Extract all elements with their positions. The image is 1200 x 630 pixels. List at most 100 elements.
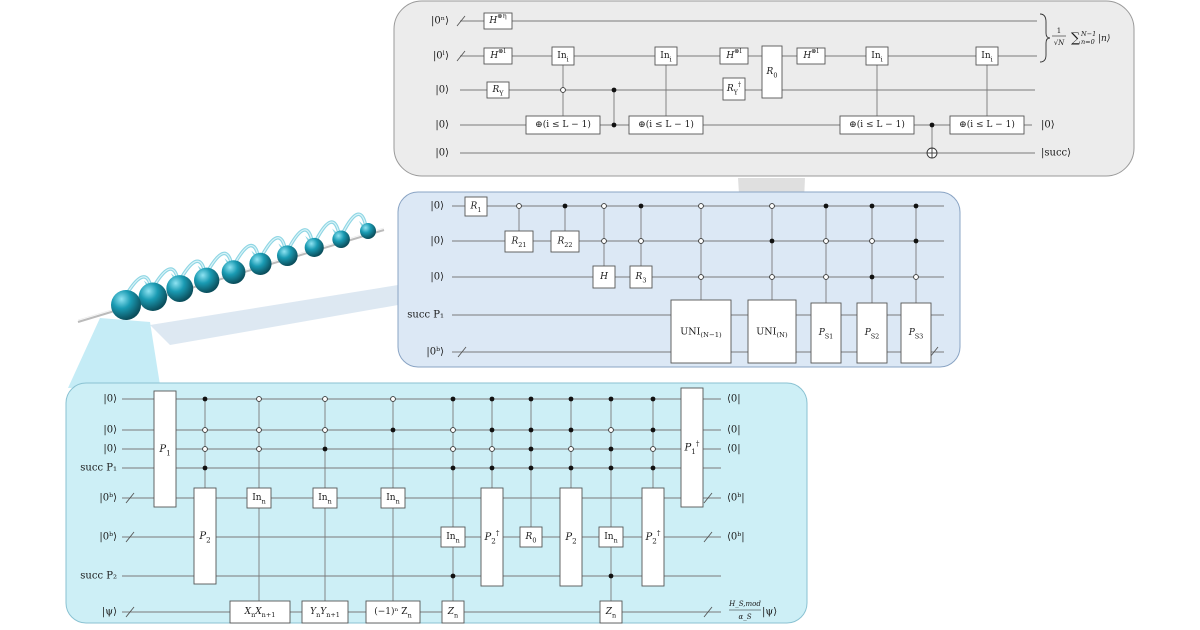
gate-label: Zn (605, 607, 616, 620)
bottom-wire-label: |0⟩ (103, 444, 117, 455)
control-dot-filled (568, 465, 574, 471)
bottom-output-label: ⟨0ᵇ| (727, 493, 745, 504)
gate-label: RY (491, 85, 504, 98)
control-dot-open (698, 238, 704, 244)
middle-wire-label: |0⟩ (430, 272, 444, 283)
control-dot-filled (913, 238, 919, 244)
control-dot-filled (913, 203, 919, 209)
gate-box (641, 487, 665, 587)
bottom-wire-label: |ψ⟩ (102, 607, 117, 618)
bottom-output-label: ⟨0| (727, 444, 741, 455)
gate-box (598, 526, 624, 548)
control-dot-filled (650, 465, 656, 471)
middle-wire-label: succ P₁ (407, 310, 444, 321)
control-dot-open (568, 446, 574, 452)
control-dot-filled (528, 465, 534, 471)
top-output-label: |0⟩ (1041, 120, 1055, 131)
output-brace (1039, 13, 1051, 63)
control-dot-open (769, 274, 775, 280)
spin-chain-illustration (77, 212, 385, 323)
gate-label: ⊕(i ≤ L − 1) (638, 119, 694, 130)
output-prefix-den: α_S (738, 613, 751, 621)
gate-box (464, 196, 488, 217)
control-dot-open (322, 396, 328, 402)
control-dot-open (256, 427, 262, 433)
formula-sum-top: N−1 (1080, 30, 1096, 38)
gate-box (592, 265, 616, 289)
gate-box (810, 302, 842, 364)
gate-box (796, 47, 826, 65)
gate-box (722, 77, 746, 101)
spin-site-sphere (194, 267, 220, 294)
control-dot-open (698, 203, 704, 209)
gate-box (900, 302, 932, 364)
control-dot-filled (562, 203, 568, 209)
control-dot-open (256, 396, 262, 402)
top-wire-label: |0ˡ⟩ (433, 51, 449, 62)
register-slash (125, 531, 135, 543)
gate-box (483, 47, 513, 65)
control-dot-filled (322, 446, 328, 452)
control-dot-filled (869, 203, 875, 209)
gate-box (480, 487, 504, 587)
gate-box (599, 600, 623, 624)
register-slash (703, 606, 713, 618)
gate-box (680, 387, 704, 508)
gate-label: P2 (198, 531, 210, 545)
gate-label: ⊕(i ≤ L − 1) (849, 119, 905, 130)
gate-label: H⊗l (725, 47, 741, 61)
bottom-output-label: ⟨0ᵇ| (727, 532, 745, 543)
middle-wire-label: |0⟩ (430, 236, 444, 247)
callout-chain-to-bottom (68, 318, 160, 388)
gate-label: Ini (981, 51, 992, 64)
gate-label: P2† (645, 528, 661, 545)
gate-box (301, 600, 349, 624)
gate-box (380, 487, 406, 509)
control-dot-filled (202, 465, 208, 471)
control-dot-open (869, 238, 875, 244)
control-dot-open (516, 203, 522, 209)
register-slash (703, 492, 713, 504)
control-dot-filled (869, 274, 875, 280)
control-dot-filled (823, 203, 829, 209)
control-dot-filled (568, 427, 574, 433)
gate-box (525, 115, 601, 135)
gate-label: H⊗η (488, 12, 506, 26)
top-wire-label: |0⟩ (435, 148, 449, 159)
gate-box (559, 487, 583, 587)
spin-site-sphere (138, 282, 168, 311)
gate-label: PS2 (864, 328, 880, 341)
gate-label: P1† (684, 439, 700, 456)
control-dot-filled (769, 238, 775, 244)
control-dot-open (601, 238, 607, 244)
bottom-circuit-panel: |0⟩⟨0||0⟩⟨0||0⟩⟨0|succ P₁|0ᵇ⟩⟨0ᵇ||0ᵇ⟩⟨0ᵇ… (65, 382, 808, 624)
gate-label: H (599, 272, 608, 282)
control-dot-open (322, 427, 328, 433)
gate-label: PS3 (908, 328, 924, 341)
top-wire-label: |0⟩ (435, 120, 449, 131)
gate-box (365, 600, 421, 624)
control-dot-open (650, 446, 656, 452)
control-dot-open (450, 427, 456, 433)
spin-site-sphere (277, 245, 298, 266)
control-dot-filled (568, 396, 574, 402)
control-dot-filled (528, 396, 534, 402)
output-prefix-num: H_S,mod (728, 600, 761, 608)
register-slash (457, 346, 467, 358)
gate-label: XnXn+1 (244, 607, 276, 619)
gate-box (719, 47, 749, 65)
hopping-arc-highlight (235, 245, 260, 263)
gate-box (193, 487, 217, 585)
gate-label: YnYn+1 (310, 607, 340, 619)
register-slash (456, 15, 466, 27)
top-wire-label: |0⟩ (435, 85, 449, 96)
formula-frac-den: √N (1054, 39, 1065, 47)
spin-site-sphere (360, 223, 376, 239)
gate-box (670, 299, 732, 364)
gate-box (441, 600, 465, 624)
spin-site-sphere (111, 290, 141, 320)
bottom-output-label: ⟨0| (727, 425, 741, 436)
hopping-arc-highlight (288, 229, 313, 248)
gate-box (486, 81, 510, 99)
